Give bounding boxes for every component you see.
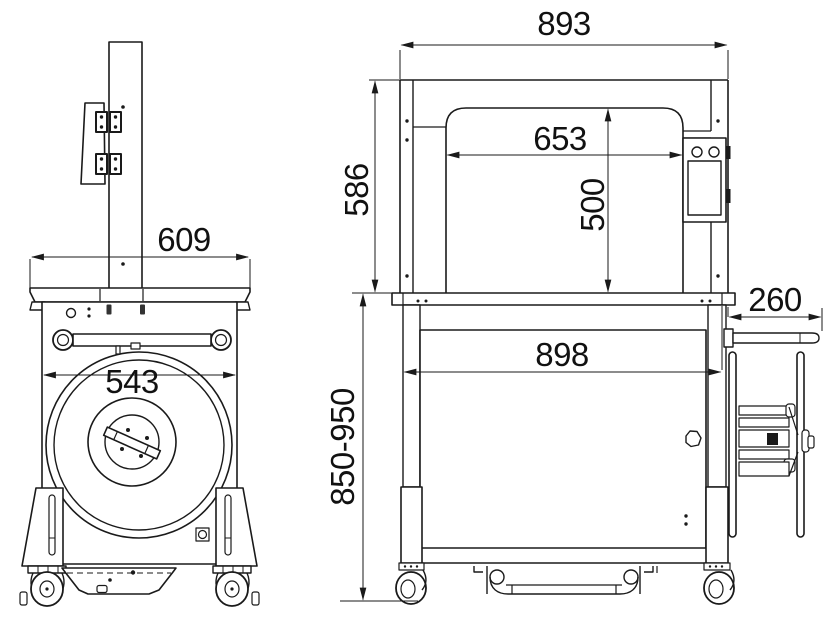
dim-arch-inner-height-label: 500 [574, 178, 611, 232]
coil-hub [102, 426, 162, 460]
dim-arch-inner-width: 653 [446, 120, 683, 159]
caster-side-right [703, 562, 735, 605]
leg-lower-right [705, 486, 729, 564]
display-window [687, 160, 722, 216]
hand-hole [685, 430, 702, 448]
brake-tab [19, 591, 28, 606]
screw-dot [121, 262, 125, 266]
caster-front-left [19, 565, 67, 607]
dim-table-length: 898 [403, 306, 723, 376]
dim-coil-diameter: 543 [42, 363, 237, 400]
machine-body-side [400, 304, 729, 564]
side-switch [726, 189, 731, 203]
caster-side-left [395, 562, 427, 605]
panel-button [691, 146, 703, 158]
dim-table-height-range-label: 850-950 [324, 388, 361, 506]
brake-tab [251, 591, 260, 606]
table-top-front [29, 287, 251, 311]
indicator-hole [65, 307, 77, 319]
dim-coil-diameter-label: 543 [105, 363, 159, 400]
leg-right [215, 487, 258, 567]
dim-arch-inner-height: 500 [574, 108, 612, 293]
brand-mark [195, 527, 210, 542]
strap-dispenser [723, 328, 820, 538]
caster-front-right [212, 565, 260, 607]
dim-front-table-width-label: 609 [157, 221, 211, 258]
slot-mark [106, 304, 112, 315]
dim-arch-height: 586 [338, 79, 400, 293]
dim-table-height-range: 850-950 [324, 292, 418, 602]
dim-overall-width: 893 [399, 5, 729, 79]
reel-hub [738, 403, 815, 477]
leg-left [21, 487, 64, 567]
side-switch [726, 146, 731, 159]
screw-dot [121, 105, 125, 109]
front-view: 609 [19, 41, 260, 607]
foot-pedal [61, 567, 177, 595]
panel-button [708, 146, 720, 158]
hinge-bottom [95, 153, 122, 175]
leg-post-left [402, 304, 421, 488]
dispenser-arm [732, 332, 820, 344]
arch-frame [399, 79, 729, 293]
hinged-panel [80, 102, 122, 185]
reel-flange-inner [728, 351, 737, 538]
dim-arch-inner-width-label: 653 [533, 120, 587, 157]
hinge-top [95, 111, 122, 133]
dim-table-length-label: 898 [535, 336, 589, 373]
arm-bracket [723, 328, 734, 348]
slot-mark [140, 304, 145, 315]
handle-bar [52, 329, 232, 355]
dim-front-table-width: 609 [29, 221, 251, 289]
body-panel [419, 329, 707, 549]
leg-lower-left [400, 486, 423, 564]
side-view: 893 586 653 [324, 5, 823, 605]
dim-dispenser-offset-label: 260 [748, 281, 802, 318]
strap-coil [45, 351, 233, 539]
arch-opening [445, 107, 684, 293]
bottom-handle [473, 566, 658, 595]
front-legs [21, 487, 258, 567]
table-top-side [391, 292, 736, 306]
dim-arch-height-label: 586 [338, 163, 375, 217]
dim-overall-width-label: 893 [537, 5, 591, 42]
dim-dispenser-offset: 260 [727, 281, 823, 331]
control-panel [682, 137, 731, 223]
